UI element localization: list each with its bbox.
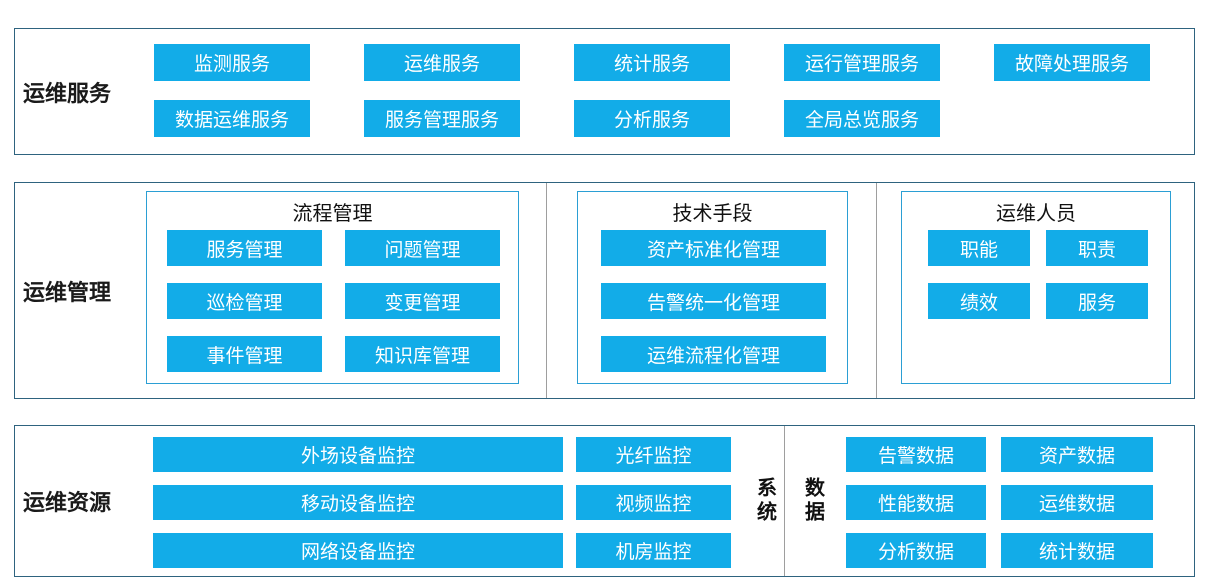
machine-room-monitor-button: 机房监控 bbox=[576, 533, 731, 568]
data-ops-service-button: 数据运维服务 bbox=[154, 100, 310, 137]
tech-means-title: 技术手段 bbox=[672, 203, 753, 225]
ops-data-button: 运维数据 bbox=[1001, 485, 1153, 520]
management-section: 运维管理 流程管理 服务管理 问题管理 巡检管理 变更管理 事件管理 知识库管理… bbox=[14, 182, 1195, 399]
mobile-device-monitor-button: 移动设备监控 bbox=[153, 485, 563, 520]
analysis-data-button: 分析数据 bbox=[846, 533, 986, 568]
service-mgmt-service-button: 服务管理服务 bbox=[364, 100, 520, 137]
network-device-monitor-button: 网络设备监控 bbox=[153, 533, 563, 568]
performance-data-button: 性能数据 bbox=[846, 485, 986, 520]
knowledge-base-mgmt-button: 知识库管理 bbox=[345, 336, 500, 372]
video-monitor-button: 视频监控 bbox=[576, 485, 731, 520]
process-management-title: 流程管理 bbox=[292, 203, 373, 225]
service-mgmt-button: 服务管理 bbox=[167, 230, 322, 266]
data-vertical-label: 数据 bbox=[801, 477, 824, 525]
asset-standardization-button: 资产标准化管理 bbox=[601, 230, 826, 266]
global-overview-service-button: 全局总览服务 bbox=[784, 100, 940, 137]
function-button: 职能 bbox=[928, 230, 1030, 266]
service-button: 服务 bbox=[1046, 283, 1148, 319]
fiber-monitor-button: 光纤监控 bbox=[576, 437, 731, 472]
fault-handling-service-button: 故障处理服务 bbox=[994, 44, 1150, 81]
alarm-data-button: 告警数据 bbox=[846, 437, 986, 472]
field-device-monitor-button: 外场设备监控 bbox=[153, 437, 563, 472]
process-management-group: 流程管理 服务管理 问题管理 巡检管理 变更管理 事件管理 知识库管理 bbox=[146, 191, 519, 384]
system-vertical-label: 系统 bbox=[753, 477, 776, 525]
tech-means-group: 技术手段 资产标准化管理 告警统一化管理 运维流程化管理 bbox=[577, 191, 848, 384]
resources-section: 运维资源 外场设备监控 移动设备监控 网络设备监控 光纤监控 视频监控 机房监控… bbox=[14, 425, 1195, 577]
management-divider-2 bbox=[876, 183, 877, 398]
stats-data-button: 统计数据 bbox=[1001, 533, 1153, 568]
change-mgmt-button: 变更管理 bbox=[345, 283, 500, 319]
duty-button: 职责 bbox=[1046, 230, 1148, 266]
services-section: 运维服务 监测服务 运维服务 统计服务 运行管理服务 故障处理服务 数据运维服务… bbox=[14, 28, 1195, 155]
management-divider-1 bbox=[546, 183, 547, 398]
alarm-unification-button: 告警统一化管理 bbox=[601, 283, 826, 319]
ops-process-button: 运维流程化管理 bbox=[601, 336, 826, 372]
resources-section-label: 运维资源 bbox=[23, 490, 112, 515]
stats-service-button: 统计服务 bbox=[574, 44, 730, 81]
resources-divider bbox=[784, 426, 785, 576]
ops-staff-group: 运维人员 职能 职责 绩效 服务 bbox=[901, 191, 1171, 384]
performance-button: 绩效 bbox=[928, 283, 1030, 319]
problem-mgmt-button: 问题管理 bbox=[345, 230, 500, 266]
asset-data-button: 资产数据 bbox=[1001, 437, 1153, 472]
run-mgmt-service-button: 运行管理服务 bbox=[784, 44, 940, 81]
ops-service-button: 运维服务 bbox=[364, 44, 520, 81]
services-section-label: 运维服务 bbox=[23, 80, 112, 106]
inspection-mgmt-button: 巡检管理 bbox=[167, 283, 322, 319]
management-section-label: 运维管理 bbox=[23, 279, 112, 305]
incident-mgmt-button: 事件管理 bbox=[167, 336, 322, 372]
ops-staff-title: 运维人员 bbox=[996, 203, 1076, 225]
analysis-service-button: 分析服务 bbox=[574, 100, 730, 137]
monitor-service-button: 监测服务 bbox=[154, 44, 310, 81]
